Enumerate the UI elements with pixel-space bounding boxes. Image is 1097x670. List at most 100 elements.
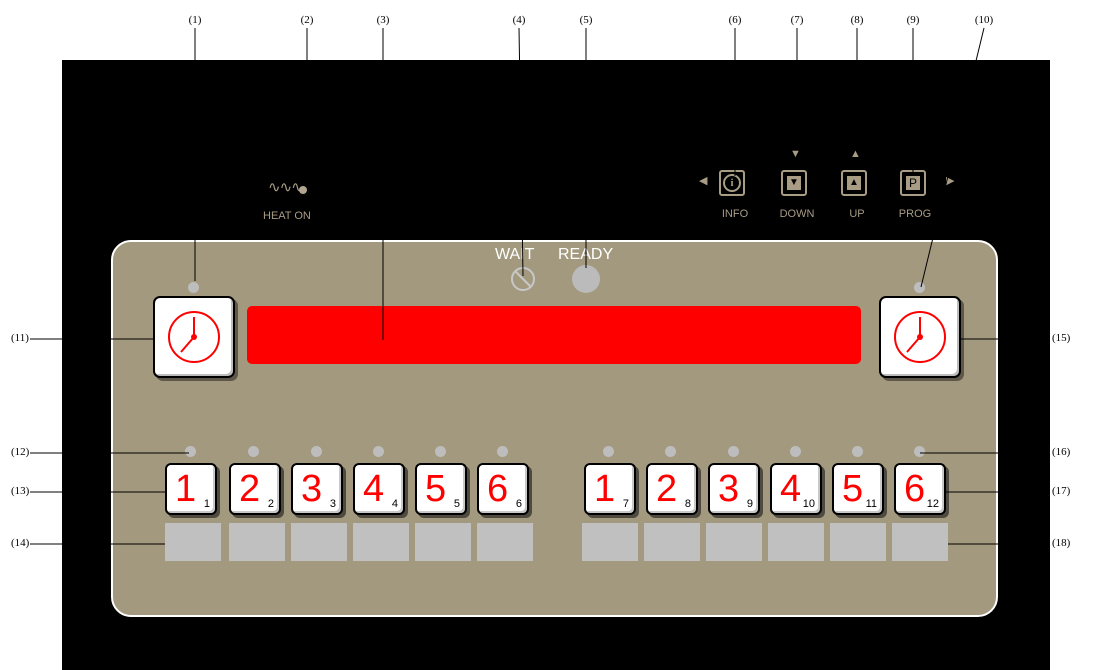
key-subscript: 3	[329, 498, 336, 510]
product-key-9[interactable]: 3 9	[708, 463, 760, 515]
info-icon: i	[723, 174, 741, 192]
product-label-box	[706, 523, 762, 561]
key-subscript: 2	[267, 498, 274, 510]
wait-indicator-icon	[511, 267, 535, 291]
up-indicator-icon: ▲	[850, 148, 861, 160]
info-label: INFO	[721, 208, 749, 220]
key-led	[373, 446, 384, 457]
product-label-box	[892, 523, 948, 561]
up-button[interactable]: ▲	[841, 170, 867, 196]
key-subscript: 9	[746, 498, 753, 510]
product-label-box	[582, 523, 638, 561]
down-indicator-icon: ▼	[790, 148, 801, 160]
product-key-2[interactable]: 2 2	[229, 463, 281, 515]
ready-led	[572, 265, 600, 293]
callout-17: (17)	[1052, 485, 1071, 497]
callout-6: (6)	[728, 14, 742, 26]
product-label-box	[353, 523, 409, 561]
callout-14: (14)	[11, 537, 30, 549]
heat-on-label: HEAT ON	[263, 210, 311, 222]
key-subscript: 6	[515, 498, 522, 510]
key-number: 4	[780, 468, 802, 510]
key-subscript: 12	[926, 498, 939, 510]
key-led	[665, 446, 676, 457]
product-key-3[interactable]: 3 3	[291, 463, 343, 515]
callout-7: (7)	[790, 14, 804, 26]
key-subscript: 4	[391, 498, 398, 510]
key-led	[497, 446, 508, 457]
right-timer-button[interactable]	[879, 296, 961, 378]
key-number: 1	[175, 468, 197, 510]
product-label-box	[415, 523, 471, 561]
clock-icon	[894, 311, 946, 363]
key-number: 3	[718, 468, 740, 510]
product-key-6[interactable]: 6 6	[477, 463, 529, 515]
info-button[interactable]: i	[719, 170, 745, 196]
key-number: 2	[239, 468, 261, 510]
key-led	[435, 446, 446, 457]
key-number: 4	[363, 468, 385, 510]
left-timer-led	[188, 282, 199, 293]
down-button[interactable]: ▼	[781, 170, 807, 196]
product-label-box	[768, 523, 824, 561]
prog-button[interactable]: P	[900, 170, 926, 196]
clock-icon	[168, 311, 220, 363]
key-led	[603, 446, 614, 457]
heat-on-led	[299, 186, 307, 194]
right-timer-led	[914, 282, 925, 293]
key-subscript: 5	[453, 498, 460, 510]
callout-13: (13)	[11, 485, 30, 497]
key-led	[790, 446, 801, 457]
key-number: 1	[594, 468, 616, 510]
callout-4: (4)	[512, 14, 526, 26]
product-label-box	[477, 523, 533, 561]
key-number: 6	[487, 468, 509, 510]
product-label-box	[291, 523, 347, 561]
prog-label: PROG	[898, 208, 932, 220]
down-arrow-icon: ▼	[787, 176, 801, 190]
product-key-7[interactable]: 1 7	[584, 463, 636, 515]
callout-8: (8)	[850, 14, 864, 26]
right-arrow-icon: ▶	[946, 175, 955, 187]
product-key-12[interactable]: 6 12	[894, 463, 946, 515]
key-led	[852, 446, 863, 457]
left-timer-button[interactable]	[153, 296, 235, 378]
product-label-box	[644, 523, 700, 561]
wait-label: WAIT	[495, 246, 535, 263]
left-arrow-icon: ◀	[699, 175, 708, 187]
product-key-5[interactable]: 5 5	[415, 463, 467, 515]
callout-11: (11)	[11, 332, 29, 344]
product-key-8[interactable]: 2 8	[646, 463, 698, 515]
key-led	[248, 446, 259, 457]
product-label-box	[165, 523, 221, 561]
callout-9: (9)	[906, 14, 920, 26]
down-label: DOWN	[779, 208, 815, 220]
key-led	[185, 446, 196, 457]
key-led	[311, 446, 322, 457]
callout-15: (15)	[1052, 332, 1071, 344]
product-key-1[interactable]: 1 1	[165, 463, 217, 515]
product-key-10[interactable]: 4 10	[770, 463, 822, 515]
key-number: 5	[842, 468, 864, 510]
key-led	[914, 446, 925, 457]
program-icon: P	[906, 176, 920, 190]
key-subscript: 11	[865, 498, 877, 510]
product-key-4[interactable]: 4 4	[353, 463, 405, 515]
key-number: 2	[656, 468, 678, 510]
ready-label: READY	[558, 246, 614, 263]
callout-12: (12)	[11, 446, 30, 458]
product-label-box	[229, 523, 285, 561]
key-subscript: 1	[203, 498, 210, 510]
key-subscript: 7	[622, 498, 629, 510]
callout-18: (18)	[1052, 537, 1071, 549]
key-number: 6	[904, 468, 926, 510]
key-subscript: 8	[684, 498, 691, 510]
product-label-box	[830, 523, 886, 561]
heat-waves-icon: ∿∿∿	[268, 179, 304, 196]
callout-1: (1)	[188, 14, 202, 26]
product-key-11[interactable]: 5 11	[832, 463, 884, 515]
callout-5: (5)	[579, 14, 593, 26]
key-subscript: 10	[802, 498, 815, 510]
red-display	[247, 306, 861, 364]
key-number: 5	[425, 468, 447, 510]
